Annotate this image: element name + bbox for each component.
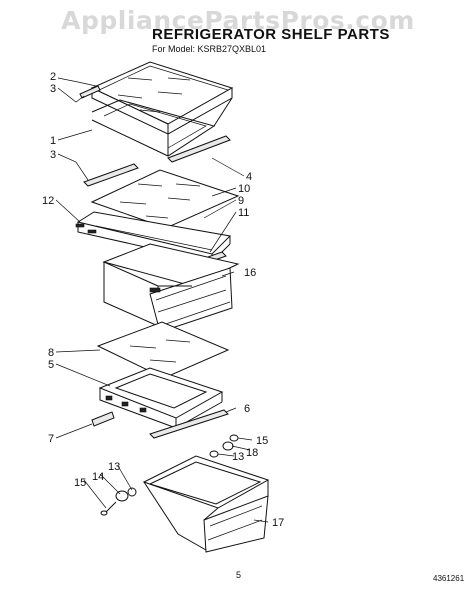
callout-numbers: 2 3 1 3 4 12 10 9 11 16 8 5 6 7 15 18 13… [42,71,284,529]
callout-15-right: 15 [256,435,268,447]
callout-7: 7 [48,433,54,445]
watermark: AppliancePartsPros.com [61,6,415,35]
document-number: 4361261 [433,574,465,583]
callout-9: 9 [238,195,244,207]
callout-8: 8 [48,347,54,359]
callout-5: 5 [48,359,54,371]
model-subtitle: For Model: KSRB27QXBL01 [152,44,267,54]
callout-11: 11 [238,207,249,219]
callout-13-left: 13 [108,461,120,473]
leader-lines [55,77,269,523]
callout-4: 4 [246,171,252,183]
callout-10: 10 [238,183,250,195]
crisper-drawer [102,243,240,333]
meat-pan-assembly [100,434,270,553]
callout-1: 1 [50,135,56,147]
callout-2: 2 [50,71,56,83]
callout-13-right: 13 [232,451,244,463]
page-number: 5 [236,570,242,580]
callout-15-left: 15 [74,477,86,489]
callout-17: 17 [272,517,284,529]
top-shelf-assembly [79,61,234,163]
callout-12: 12 [42,195,54,207]
callout-18: 18 [246,447,258,459]
callout-16: 16 [244,267,256,279]
callout-3-mid: 3 [50,149,56,161]
lower-shelf-assembly [91,321,230,439]
callout-3-top: 3 [50,83,56,95]
callout-6: 6 [244,403,250,415]
callout-14: 14 [92,471,104,483]
diagram-title: REFRIGERATOR SHELF PARTS [152,26,390,43]
